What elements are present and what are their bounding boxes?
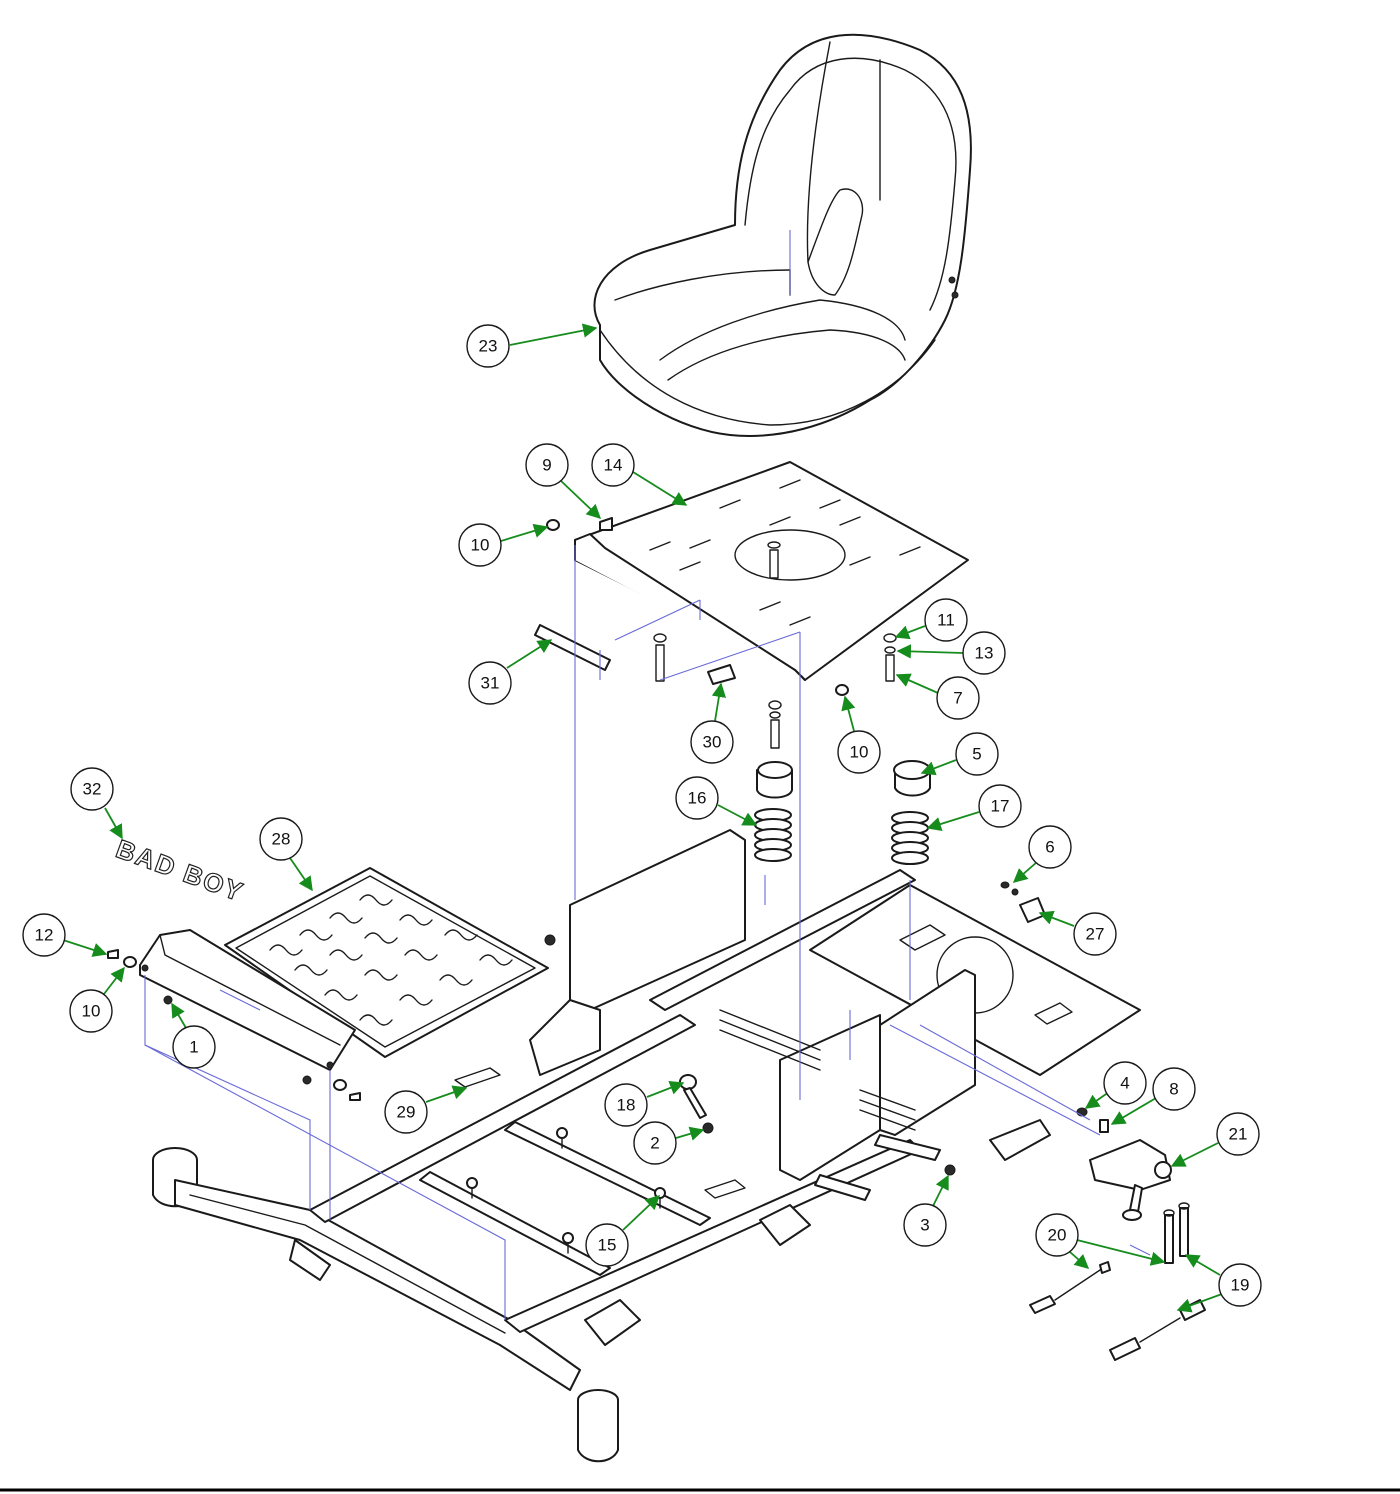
svg-text:29: 29	[397, 1103, 416, 1122]
alignment-guides	[144, 230, 1151, 1320]
callout-23: 23	[466, 323, 598, 368]
svg-text:23: 23	[479, 337, 498, 356]
svg-text:12: 12	[35, 926, 54, 945]
callout-7: 7	[895, 673, 980, 720]
seat-pan-slots	[649, 479, 921, 626]
wire-harness-short	[1029, 1261, 1111, 1314]
svg-text:8: 8	[1169, 1080, 1178, 1099]
svg-text:BAD BOY: BAD BOY	[112, 834, 248, 908]
seat-switch-assembly	[1089, 1139, 1172, 1221]
svg-text:3: 3	[920, 1216, 929, 1235]
svg-text:27: 27	[1086, 925, 1105, 944]
callout-27: 27	[1038, 910, 1117, 956]
callout-28: 28	[259, 817, 313, 892]
svg-text:28: 28	[272, 830, 291, 849]
wire-harness-long	[1109, 1299, 1206, 1361]
svg-text:20: 20	[1048, 1226, 1067, 1245]
callout-5: 5	[920, 732, 999, 776]
callout-15: 15	[585, 1195, 661, 1267]
callout-31: 31	[468, 639, 553, 705]
bad-boy-logo: BAD BOY	[112, 833, 249, 908]
seat-pan-part	[574, 461, 969, 681]
isolator-left	[756, 761, 793, 799]
svg-text:6: 6	[1045, 838, 1054, 857]
callout-8: 8	[1110, 1067, 1196, 1125]
callout-4: 4	[1084, 1061, 1147, 1109]
callout-10-left: 10	[69, 966, 125, 1033]
callout-17: 17	[926, 784, 1022, 831]
callout-10-top: 10	[458, 523, 549, 567]
svg-text:11: 11	[937, 611, 955, 630]
callout-11: 11	[894, 598, 968, 642]
svg-text:2: 2	[650, 1134, 659, 1153]
callout-14: 14	[591, 443, 688, 506]
svg-text:31: 31	[481, 674, 500, 693]
callout-10-mid: 10	[837, 695, 881, 774]
svg-text:18: 18	[617, 1096, 636, 1115]
svg-text:1: 1	[189, 1038, 198, 1057]
callout-13: 13	[896, 631, 1006, 675]
isolator-right	[893, 760, 931, 797]
callout-21: 21	[1170, 1112, 1260, 1167]
svg-text:13: 13	[975, 644, 994, 663]
svg-text:19: 19	[1231, 1276, 1250, 1295]
svg-text:32: 32	[83, 780, 102, 799]
callout-6: 6	[1012, 825, 1072, 883]
callout-30: 30	[690, 682, 734, 764]
callout-3: 3	[903, 1174, 949, 1247]
pan-hardware	[534, 517, 897, 749]
switch-pins	[1163, 1202, 1190, 1264]
svg-text:14: 14	[604, 456, 623, 475]
spring-left	[754, 808, 792, 862]
svg-text:16: 16	[688, 789, 707, 808]
spring-right	[891, 811, 929, 865]
callout-20: 20	[1035, 1213, 1166, 1269]
callout-32: 32	[70, 767, 123, 840]
footrest-panel-part	[107, 929, 361, 1101]
callout-12: 12	[22, 913, 108, 957]
callout-29: 29	[384, 1085, 468, 1134]
svg-text:15: 15	[598, 1236, 617, 1255]
svg-text:5: 5	[972, 745, 981, 764]
callout-18: 18	[604, 1080, 685, 1127]
seat-part	[593, 33, 972, 437]
svg-text:10: 10	[82, 1002, 101, 1021]
callout-9: 9	[525, 443, 602, 519]
svg-text:17: 17	[991, 797, 1010, 816]
callout-2: 2	[633, 1121, 705, 1165]
svg-text:7: 7	[953, 689, 962, 708]
svg-text:4: 4	[1120, 1074, 1129, 1093]
svg-text:21: 21	[1229, 1125, 1248, 1144]
svg-text:10: 10	[850, 743, 869, 762]
svg-text:30: 30	[703, 733, 722, 752]
chassis-frame	[152, 829, 1141, 1463]
callout-1: 1	[171, 1002, 216, 1069]
svg-text:9: 9	[542, 456, 551, 475]
svg-text:10: 10	[471, 536, 490, 555]
callout-19: 19	[1176, 1254, 1262, 1313]
callout-16: 16	[675, 776, 758, 826]
